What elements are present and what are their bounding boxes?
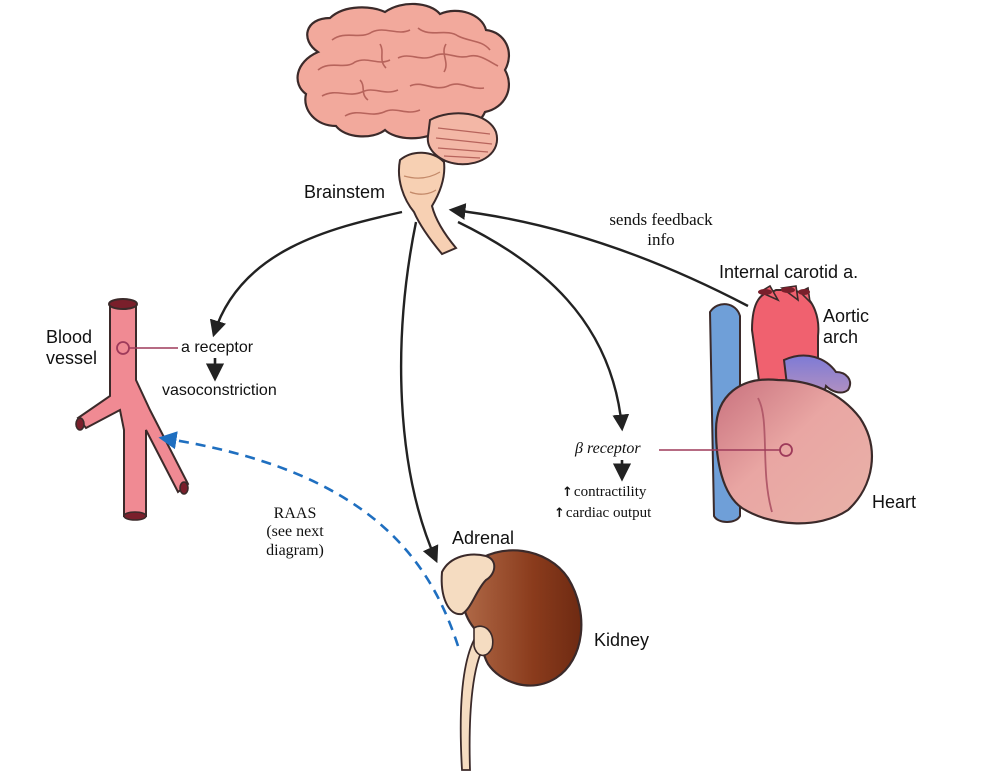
contractility-label: ↑contractility bbox=[562, 484, 646, 501]
raas-line2: (see next bbox=[266, 523, 324, 541]
raas-line3: diagram) bbox=[266, 541, 324, 559]
aortic-arch-label: Aortic arch bbox=[823, 306, 869, 347]
raas-label: RAAS (see next diagram) bbox=[240, 505, 350, 560]
arrows bbox=[158, 203, 749, 647]
blood-vessel-label-line1: Blood bbox=[46, 327, 93, 347]
blood-vessel-illustration bbox=[75, 298, 190, 521]
beta-receptor-label: β receptor bbox=[575, 440, 641, 457]
adrenal-label: Adrenal bbox=[452, 528, 515, 548]
sends-feedback-line2: info bbox=[647, 229, 675, 249]
sends-feedback-label: sends feedback info bbox=[586, 210, 736, 249]
heart-label: Heart bbox=[872, 492, 917, 512]
cardiac-output-text: cardiac output bbox=[565, 505, 652, 521]
internal-carotid-label: Internal carotid a. bbox=[719, 262, 859, 282]
kidney-illustration bbox=[440, 549, 583, 771]
blood-vessel-label-line2: vessel bbox=[46, 347, 98, 368]
brainstem-label: Brainstem bbox=[304, 182, 386, 202]
cardiac-output-label: ↑cardiac output bbox=[554, 505, 651, 522]
up-arrow-icon: ↑ bbox=[562, 485, 573, 500]
aortic-arch-line1: Aortic bbox=[823, 306, 870, 326]
sends-feedback-line1: sends feedback bbox=[609, 210, 713, 229]
brain-illustration bbox=[296, 2, 511, 256]
contractility-text: contractility bbox=[573, 484, 647, 500]
heart-illustration bbox=[708, 284, 873, 525]
up-arrow-icon: ↑ bbox=[554, 506, 565, 521]
blood-vessel-label: Blood vessel bbox=[46, 327, 97, 368]
vasoconstriction-label: vasoconstriction bbox=[162, 382, 277, 399]
beta-receptor-pointer bbox=[659, 443, 793, 457]
a-receptor-label: a receptor bbox=[181, 339, 254, 356]
a-receptor-pointer bbox=[116, 341, 178, 355]
kidney-label: Kidney bbox=[594, 630, 650, 650]
aortic-arch-line2: arch bbox=[823, 326, 859, 347]
raas-line1: RAAS bbox=[273, 505, 317, 522]
